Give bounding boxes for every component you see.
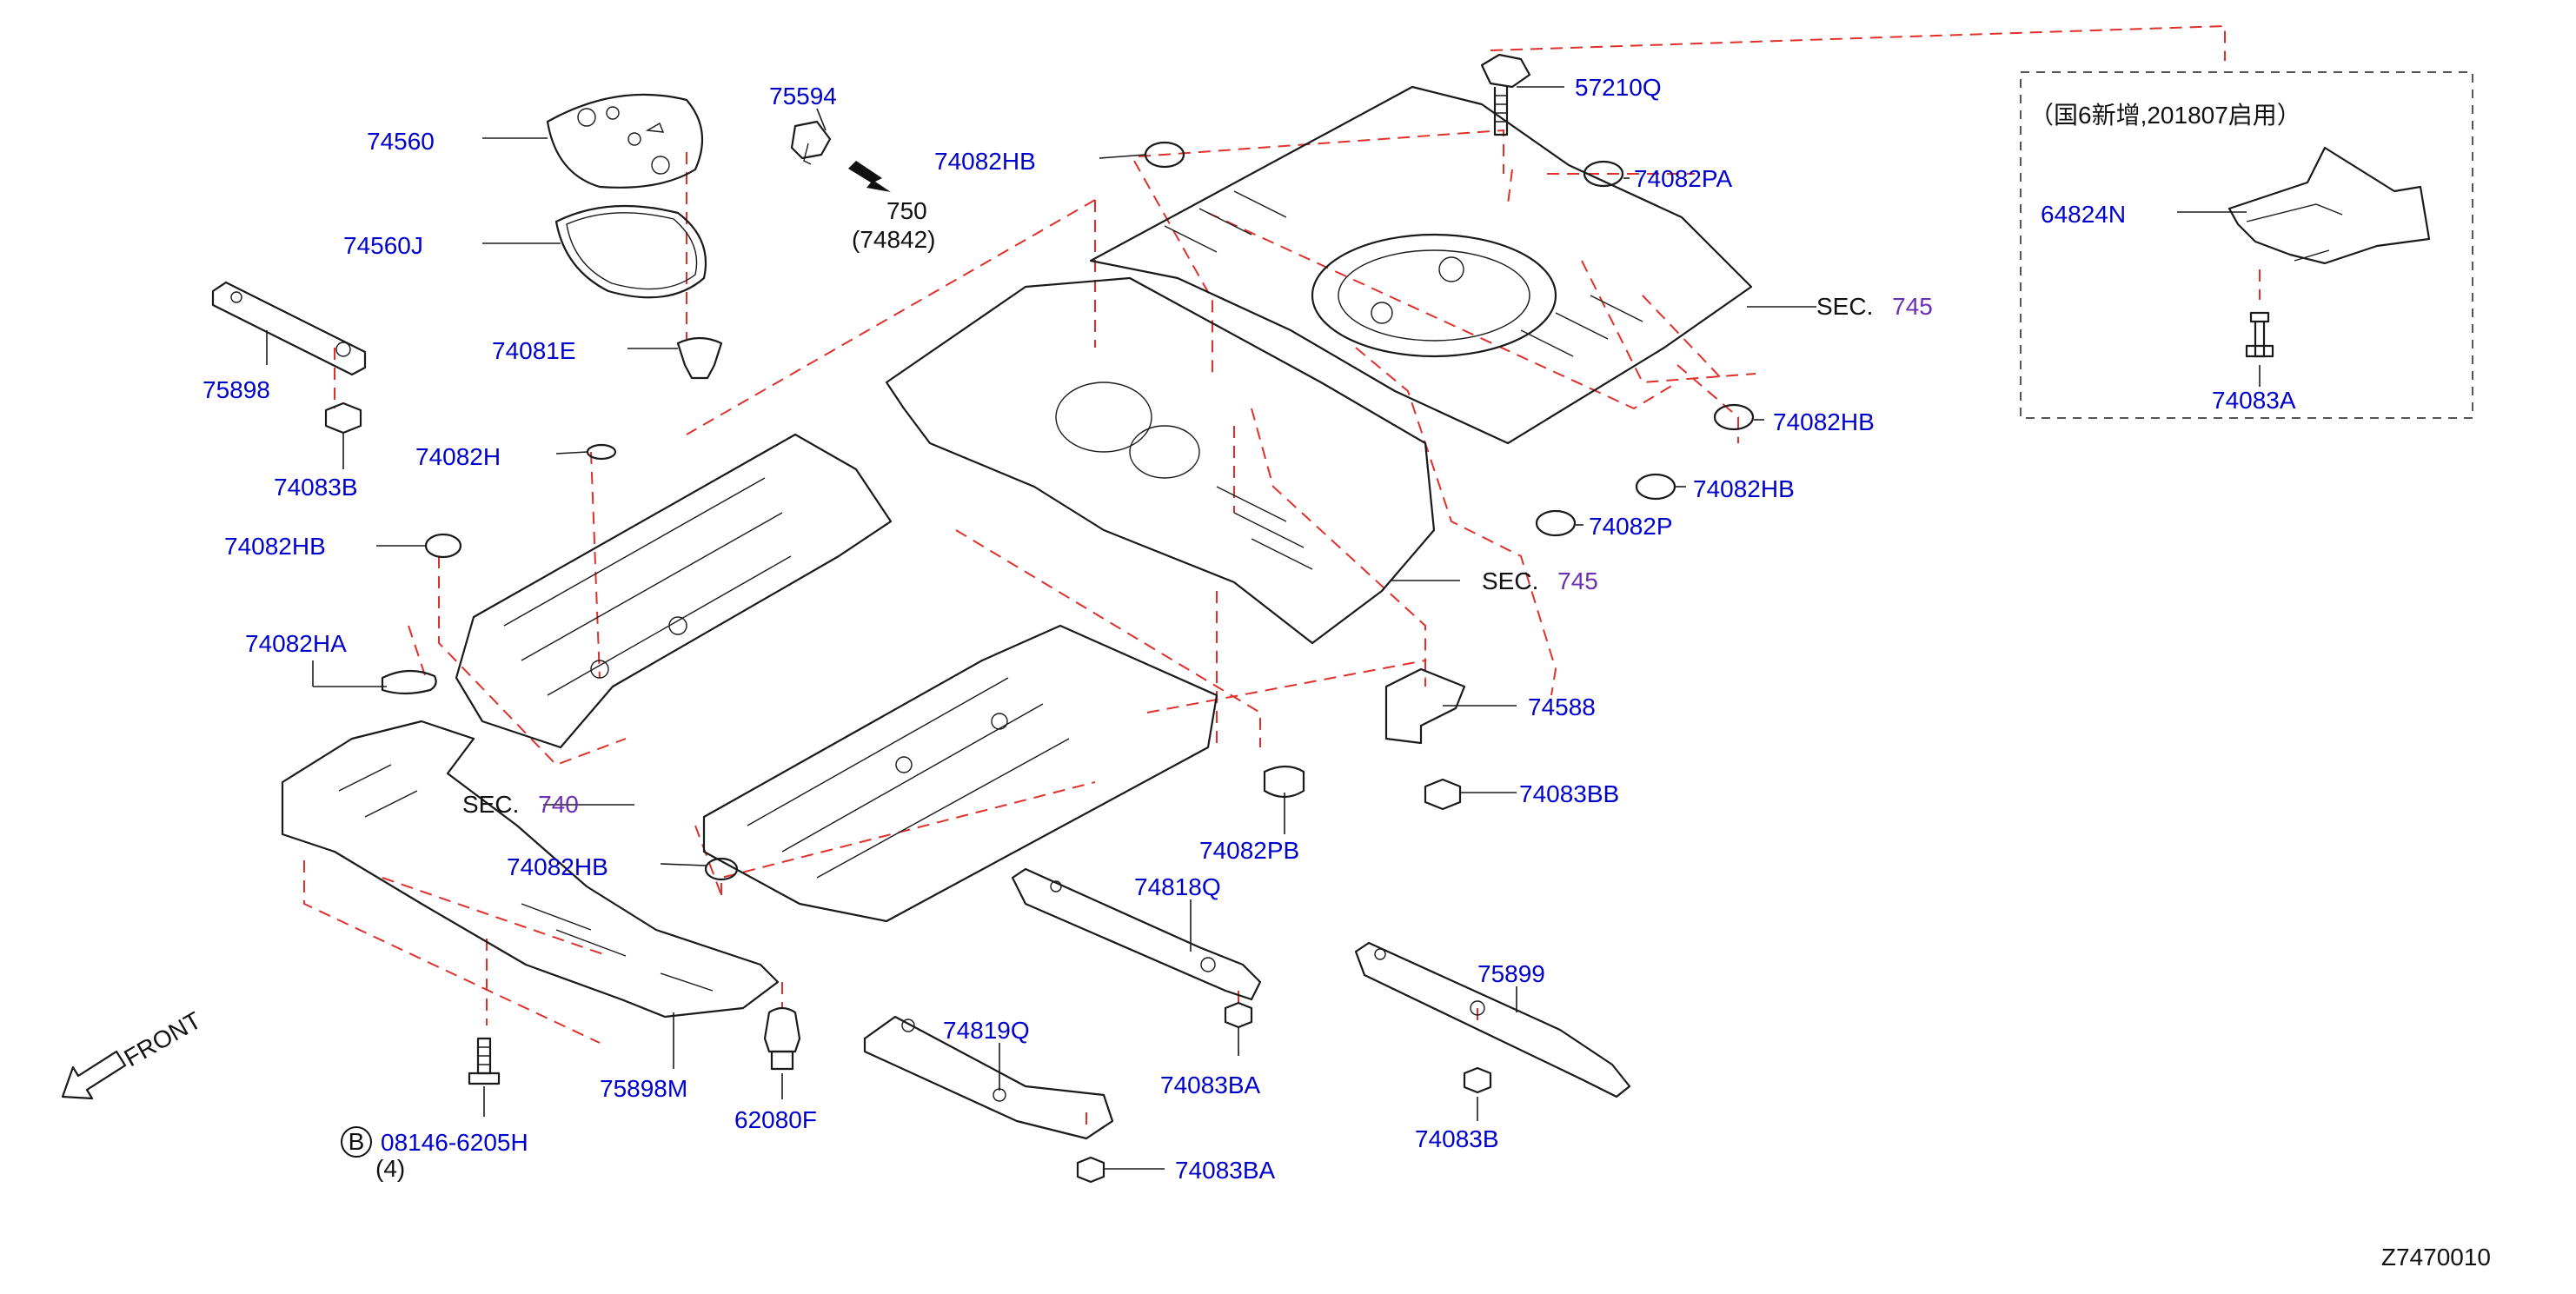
section-ref-745-0: SEC. 745: [1816, 293, 1933, 320]
part-label-74818Q: 74818Q: [1134, 873, 1221, 900]
part-label-74083BA_a: 74083BA: [1160, 1072, 1261, 1098]
plug-grommets: [381, 141, 1755, 881]
part-label-74082HA: 74082HA: [245, 630, 347, 657]
part-label-74082HB_d: 74082HB: [1693, 475, 1795, 502]
part-label-57210Q: 57210Q: [1575, 74, 1662, 101]
part-label-74083B_a: 74083B: [274, 474, 358, 501]
part-label-74082H: 74082H: [415, 443, 501, 470]
part-label-74588: 74588: [1528, 693, 1596, 720]
part-label-74082HB_c: 74082HB: [1773, 408, 1875, 435]
part-number-labels: 7456074560J75594750(74842)74082HB57210Q7…: [202, 74, 2296, 1184]
part-74560-cap: [546, 93, 704, 189]
part-label-74083BB: 74083BB: [1519, 780, 1619, 807]
part-label-75898M: 75898M: [600, 1075, 687, 1102]
part-label-74560J: 74560J: [343, 232, 423, 259]
part-62080F-clip: [763, 1006, 801, 1071]
bolt-marker-letter: B: [349, 1128, 365, 1155]
part-74588-bracket: [1384, 667, 1466, 745]
part-57210Q-bolt: [1480, 53, 1531, 136]
part-label-74082P: 74082P: [1589, 513, 1673, 540]
part-label-750: 750: [886, 197, 927, 224]
section-ref-745-1: SEC. 745: [1482, 567, 1598, 594]
part-label-74819Q: 74819Q: [943, 1017, 1030, 1044]
part-label-08146: 08146-6205H: [381, 1129, 528, 1156]
part-label-74082HB_e: 74082HB: [507, 853, 608, 880]
part-74819Q-member: [863, 1015, 1114, 1140]
part-label-75594: 75594: [769, 83, 837, 109]
part-label-62080F: 62080F: [734, 1106, 817, 1133]
part-label-74842: (74842): [852, 226, 936, 253]
part-75899-member: [1354, 941, 1631, 1098]
front-arrow-label: FRONT: [120, 1006, 206, 1072]
part-label-64824N: 64824N: [2041, 201, 2126, 228]
part-label-74560: 74560: [367, 128, 435, 155]
part-label-74083BA_b: 74083BA: [1175, 1157, 1276, 1184]
inset-note: （国6新增,201807启用）: [2029, 102, 2301, 129]
part-75898M-underbody: [281, 720, 780, 1019]
front-arrow: FRONT: [61, 1006, 206, 1100]
drawing-code: Z7470010: [2381, 1244, 2491, 1271]
bolt-marker-b: B: [341, 1126, 372, 1158]
arrow-to-750: [848, 161, 891, 192]
part-74818Q-member: [1011, 867, 1262, 1001]
part-label-74083B_b: 74083B: [1415, 1125, 1499, 1152]
part-label-75899: 75899: [1477, 960, 1545, 987]
part-label-74082PA: 74082PA: [1634, 165, 1732, 192]
part-label-74082HB_a: 74082HB: [934, 148, 1036, 175]
part-label-74082HB_b: 74082HB: [224, 533, 326, 560]
part-08146-bolt: [468, 1037, 501, 1085]
part-74081E-clip: [676, 336, 723, 380]
assembly-dashed-lines: [303, 24, 2261, 1130]
part-75594-clip: [790, 120, 832, 165]
part-front-floor-left: [455, 433, 893, 749]
section-ref-740-2: SEC. 740: [462, 791, 579, 818]
part-front-floor-right: [702, 624, 1218, 923]
part-64824N-bracket: [2227, 146, 2431, 265]
part-label-74081E: 74081E: [492, 337, 576, 364]
part-rear-floor-panel: [1089, 85, 1753, 445]
part-label-qty4: (4): [375, 1155, 405, 1182]
part-75898-bracket: [211, 281, 367, 376]
part-label-74083A: 74083A: [2212, 387, 2296, 414]
part-74560J-seal: [554, 204, 707, 299]
part-center-floor-panel: [885, 276, 1436, 645]
part-74083A-bolt: [2245, 311, 2274, 358]
inset-box: [2020, 71, 2473, 419]
leader-lines: [266, 86, 2261, 1170]
nuts: [324, 401, 1492, 1184]
part-label-74082PB: 74082PB: [1199, 837, 1299, 864]
part-label-75898: 75898: [202, 376, 270, 403]
